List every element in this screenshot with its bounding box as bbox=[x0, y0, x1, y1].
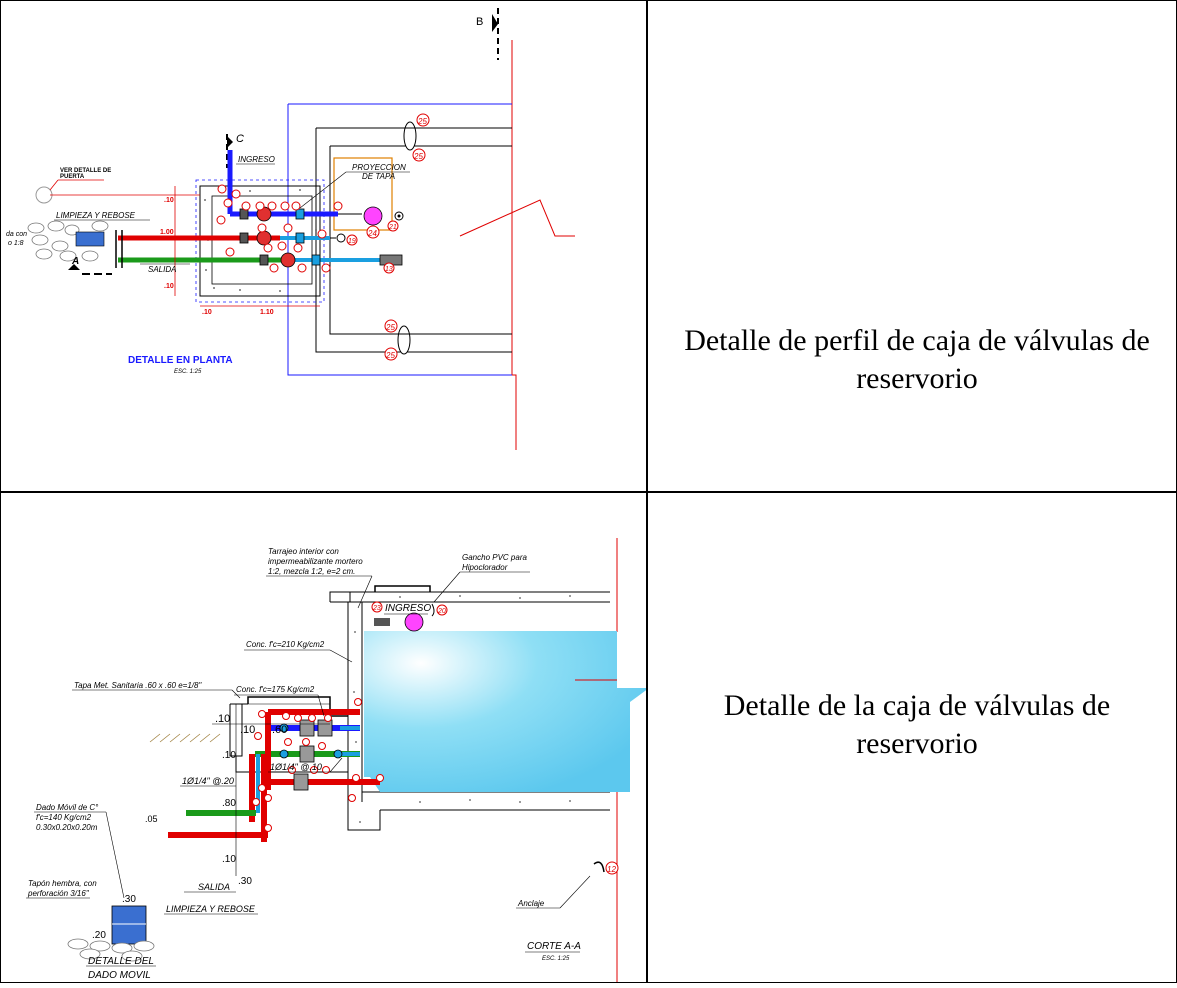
tag-23: 23 bbox=[372, 605, 381, 612]
left-cut-label-1: da con bbox=[6, 231, 27, 238]
tarrajeo-label-1: Tarrajeo interior con bbox=[268, 547, 339, 556]
proyeccion-label-1: PROYECCION bbox=[352, 163, 406, 172]
detalle-dado-label-2: DADO MOVIL bbox=[88, 970, 151, 981]
gancho-label-2: Hipoclorador bbox=[462, 563, 508, 572]
section-b-label: B bbox=[476, 16, 483, 28]
tag-21: 21 bbox=[388, 224, 397, 231]
proyeccion-label-2: DE TAPA bbox=[362, 172, 395, 181]
plan-drawing-cell: B bbox=[0, 0, 646, 491]
caption-caja: Detalle de la caja de válvulas de reserv… bbox=[723, 689, 1111, 760]
tag-group-top: 25 25 bbox=[398, 113, 430, 162]
conc-210-label: Conc. f'c=210 Kg/cm2 bbox=[246, 640, 325, 649]
tapa-label: Tapa Met. Sanitaria .60 x .60 e=1/8" bbox=[74, 681, 202, 690]
dim-10-d: .10 bbox=[222, 854, 236, 865]
tag-25-c: 25 bbox=[385, 323, 395, 332]
tag-19: 19 bbox=[348, 238, 356, 245]
plan-scale: ESC. 1:25 bbox=[174, 369, 202, 375]
tapon-label-2: perforación 3/16" bbox=[27, 889, 90, 898]
detalle-dado-label-1: DETALLE DEL bbox=[88, 956, 154, 967]
rebar-10-label: 1Ø1/4" @.10 bbox=[270, 762, 322, 772]
dado-label-1: Dado Móvil de C° bbox=[36, 803, 99, 812]
left-cut-label-2: o 1:8 bbox=[8, 240, 24, 247]
dim-20-dado: .20 bbox=[92, 930, 106, 941]
caption-cell-2: Detalle de la caja de válvulas de reserv… bbox=[647, 492, 1177, 983]
tag-13: 13 bbox=[385, 266, 393, 273]
limpieza-label: LIMPIEZA Y REBOSE bbox=[56, 211, 136, 220]
dado-label-2: f'c=140 Kg/cm2 bbox=[36, 813, 92, 822]
section-drawing-cell: 23 INGRESO 20 Tarrajeo interior con impe… bbox=[0, 492, 649, 983]
conc-175-label: Conc. f'c=175 Kg/cm2 bbox=[236, 685, 315, 694]
dim-60: .60 bbox=[272, 724, 287, 736]
dim-10-c: .10 bbox=[222, 750, 236, 761]
dim-30-pipe: .30 bbox=[238, 876, 252, 887]
table-row-divider bbox=[0, 491, 1177, 493]
salida-label-2: SALIDA bbox=[198, 882, 230, 892]
dado-label-3: 0.30x0.20x0.20m bbox=[36, 823, 98, 832]
dim-110: 1.10 bbox=[260, 309, 274, 316]
salida-label: SALIDA bbox=[148, 265, 176, 274]
tag-25-b: 25 bbox=[413, 152, 423, 161]
anclaje-label: Anclaje bbox=[517, 899, 545, 908]
section-c-label: C bbox=[236, 133, 244, 145]
dim-10-bottom: .10 bbox=[164, 283, 174, 290]
dim-30-dado: .30 bbox=[122, 894, 136, 905]
tag-group-bottom: 25 25 bbox=[384, 319, 416, 361]
plan-title: DETALLE EN PLANTA bbox=[128, 355, 233, 366]
plan-drawing: B bbox=[6, 8, 575, 450]
limpieza-label-2: LIMPIEZA Y REBOSE bbox=[166, 904, 256, 914]
caption-cell-1: Detalle de perfil de caja de válvulas de… bbox=[647, 0, 1177, 491]
dim-10-left: .10 bbox=[202, 309, 212, 316]
dim-05: .05 bbox=[145, 814, 158, 824]
dim-10-top: .10 bbox=[164, 197, 174, 204]
ingreso-label: INGRESO bbox=[238, 155, 275, 164]
ingreso-label-2: INGRESO bbox=[385, 603, 431, 614]
section-drawing: 23 INGRESO 20 Tarrajeo interior con impe… bbox=[26, 538, 649, 983]
tarrajeo-label-3: 1:2, mezcla 1:2, e=2 cm. bbox=[268, 567, 355, 576]
dim-100: 1.00 bbox=[160, 229, 174, 236]
tag-12: 12 bbox=[607, 865, 616, 874]
dim-80: .80 bbox=[222, 798, 236, 809]
caption-perfil: Detalle de perfil de caja de válvulas de… bbox=[684, 324, 1150, 395]
dim-10-b: .10 bbox=[240, 724, 255, 736]
dim-10-a: .10 bbox=[215, 713, 230, 725]
ver-detalle-label-2: PUERTA bbox=[60, 174, 85, 180]
tag-25-a: 25 bbox=[417, 117, 427, 126]
gancho-label-1: Gancho PVC para bbox=[462, 553, 527, 562]
tag-20: 20 bbox=[437, 608, 446, 615]
rebar-20-label: 1Ø1/4" @.20 bbox=[182, 776, 234, 786]
corte-title: CORTE A-A bbox=[527, 941, 581, 952]
tarrajeo-label-2: impermeabilizante mortero bbox=[268, 557, 363, 566]
section-a-label: A bbox=[71, 256, 79, 267]
tapon-label-1: Tapón hembra, con bbox=[28, 879, 97, 888]
ver-detalle-label-1: VER DETALLE DE bbox=[60, 168, 111, 174]
tag-24: 24 bbox=[367, 229, 377, 238]
corte-scale: ESC. 1:25 bbox=[542, 956, 570, 962]
tag-25-d: 25 bbox=[385, 351, 395, 360]
